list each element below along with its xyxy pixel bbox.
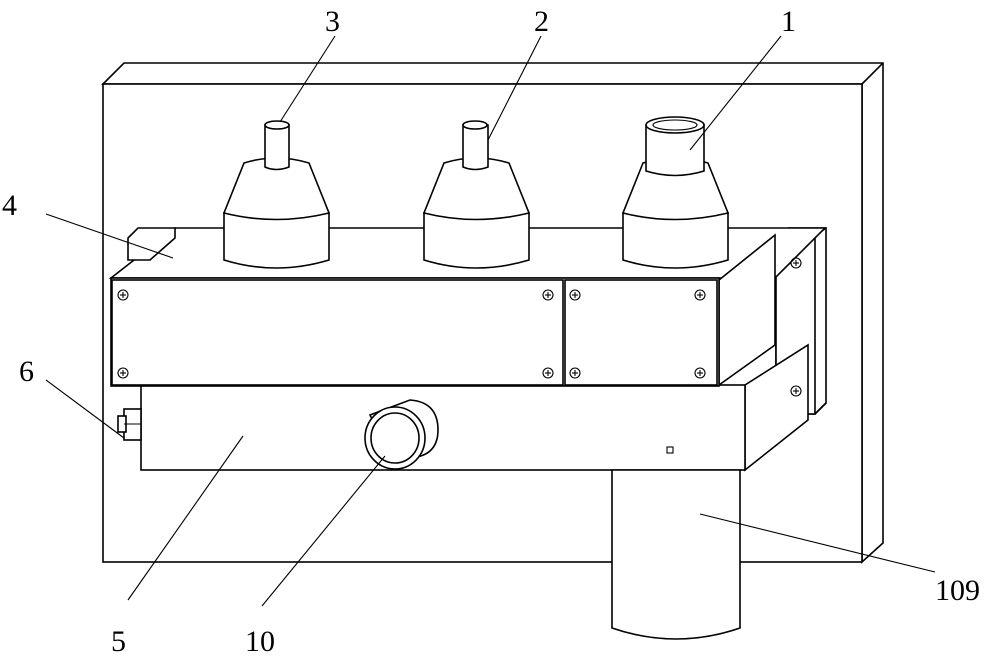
nozzle-1 (621, 116, 730, 269)
label-10: 10 (245, 625, 275, 658)
label-5: 5 (111, 625, 126, 658)
label-2: 2 (534, 5, 549, 38)
indicator-square (666, 446, 674, 454)
screws (117, 257, 802, 397)
connector-6 (117, 408, 142, 441)
leader-lines (45, 35, 936, 607)
port-10 (364, 399, 439, 470)
cylinder-109 (611, 469, 741, 640)
nozzle-2 (422, 120, 531, 269)
label-109: 109 (935, 574, 980, 607)
label-6: 6 (19, 355, 34, 388)
label-3: 3 (325, 5, 340, 38)
label-1: 1 (781, 5, 796, 38)
lower-housing (140, 343, 809, 472)
label-4: 4 (2, 189, 17, 222)
nozzle-3 (222, 120, 331, 269)
part-labels: 3 2 1 4 6 5 10 109 (2, 5, 980, 658)
